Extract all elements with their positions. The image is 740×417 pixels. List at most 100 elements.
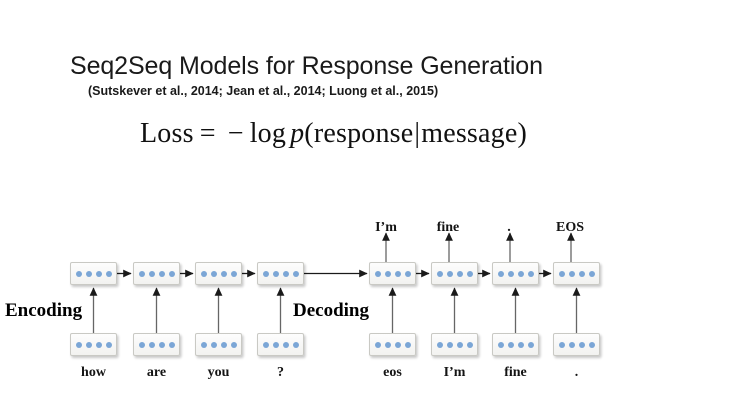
cell-unit-dot: [95, 341, 102, 348]
encoder-input-cell-1: [133, 333, 180, 356]
cell-unit-dot: [138, 270, 145, 277]
formula-numerator: response: [313, 118, 414, 149]
formula-denominator: message: [421, 118, 518, 149]
cell-unit-dot: [456, 270, 463, 277]
citation-text: (Sutskever et al., 2014; Jean et al., 20…: [88, 84, 439, 98]
cell-unit-dot: [507, 270, 514, 277]
cell-unit-dot: [158, 341, 165, 348]
encoder-hidden-cell-1: [133, 262, 180, 285]
cell-unit-dot: [272, 270, 279, 277]
page-title: Seq2Seq Models for Response Generation: [70, 52, 543, 80]
cell-unit-dot: [558, 270, 565, 277]
cell-unit-dot: [262, 341, 269, 348]
cell-unit-dot: [282, 270, 289, 277]
encoder-input-cell-0: [70, 333, 117, 356]
cell-unit-dot: [168, 270, 175, 277]
decoder-hidden-cell-3: [553, 262, 600, 285]
cell-unit-dot: [105, 270, 112, 277]
encoder-input-label-3: ?: [277, 365, 284, 380]
decoder-hidden-cell-2: [492, 262, 539, 285]
cell-unit-dot: [292, 341, 299, 348]
cell-unit-dot: [517, 341, 524, 348]
formula-conditional-bar: |: [414, 118, 421, 149]
decoder-input-arrows: [388, 287, 581, 333]
cell-unit-dot: [272, 341, 279, 348]
formula-minus: −: [227, 118, 244, 149]
cell-unit-dot: [148, 270, 155, 277]
decoder-input-cell-1: [431, 333, 478, 356]
decoder-output-arrows: [382, 232, 575, 262]
decoder-input-cell-2: [492, 333, 539, 356]
encoder-input-arrows: [89, 287, 285, 333]
encoder-hidden-cell-3: [257, 262, 304, 285]
cell-unit-dot: [578, 270, 585, 277]
decoder-input-label-1: I’m: [443, 365, 466, 380]
cell-unit-dot: [507, 341, 514, 348]
cell-unit-dot: [210, 270, 217, 277]
cell-unit-dot: [497, 270, 504, 277]
cell-unit-dot: [148, 341, 155, 348]
decoder-input-label-0: eos: [383, 365, 402, 380]
cell-unit-dot: [436, 341, 443, 348]
cell-unit-dot: [588, 270, 595, 277]
decoder-output-label-0: I’m: [375, 220, 397, 235]
cell-unit-dot: [446, 270, 453, 277]
cell-unit-dot: [138, 341, 145, 348]
cell-unit-dot: [210, 341, 217, 348]
decoder-output-label-1: fine: [436, 220, 460, 235]
formula-close-paren: ): [517, 118, 528, 149]
decoder-input-label-2: fine: [504, 365, 527, 380]
cell-unit-dot: [497, 341, 504, 348]
decoding-label: Decoding: [293, 300, 369, 321]
encoder-hidden-cell-2: [195, 262, 242, 285]
decoder-output-label-2: .: [507, 220, 511, 235]
decoder-input-cell-3: [553, 333, 600, 356]
cell-unit-dot: [292, 270, 299, 277]
cell-unit-dot: [588, 341, 595, 348]
cell-unit-dot: [568, 341, 575, 348]
cell-unit-dot: [282, 341, 289, 348]
cell-unit-dot: [105, 341, 112, 348]
cell-unit-dot: [200, 341, 207, 348]
encoder-input-label-2: you: [207, 365, 230, 380]
decoder-hidden-cell-0: [369, 262, 416, 285]
encoder-input-label-0: how: [81, 365, 106, 380]
decoder-hidden-cell-1: [431, 262, 478, 285]
cell-unit-dot: [220, 270, 227, 277]
encoder-input-cell-3: [257, 333, 304, 356]
cell-unit-dot: [404, 341, 411, 348]
cell-unit-dot: [95, 270, 102, 277]
cell-unit-dot: [517, 270, 524, 277]
cell-unit-dot: [262, 270, 269, 277]
cell-unit-dot: [85, 270, 92, 277]
formula-equals: =: [199, 118, 216, 149]
encoder-input-label-1: are: [146, 365, 167, 380]
cell-unit-dot: [394, 341, 401, 348]
cell-unit-dot: [558, 341, 565, 348]
cell-unit-dot: [404, 270, 411, 277]
cell-unit-dot: [230, 270, 237, 277]
encoder-input-cell-2: [195, 333, 242, 356]
encoding-label: Encoding: [5, 300, 83, 321]
cell-unit-dot: [85, 341, 92, 348]
cell-unit-dot: [220, 341, 227, 348]
decoder-input-cell-0: [369, 333, 416, 356]
cell-unit-dot: [456, 341, 463, 348]
formula-lhs: Loss: [140, 118, 194, 149]
formula-open-paren: (: [304, 118, 314, 149]
cell-unit-dot: [578, 341, 585, 348]
cell-unit-dot: [527, 341, 534, 348]
cell-unit-dot: [75, 341, 82, 348]
encoder-hidden-cell-0: [70, 262, 117, 285]
decoder-output-label-3: EOS: [555, 220, 585, 235]
cell-unit-dot: [200, 270, 207, 277]
cell-unit-dot: [466, 270, 473, 277]
cell-unit-dot: [374, 341, 381, 348]
cell-unit-dot: [466, 341, 473, 348]
formula-log: log: [249, 118, 287, 149]
cell-unit-dot: [75, 270, 82, 277]
cell-unit-dot: [394, 270, 401, 277]
